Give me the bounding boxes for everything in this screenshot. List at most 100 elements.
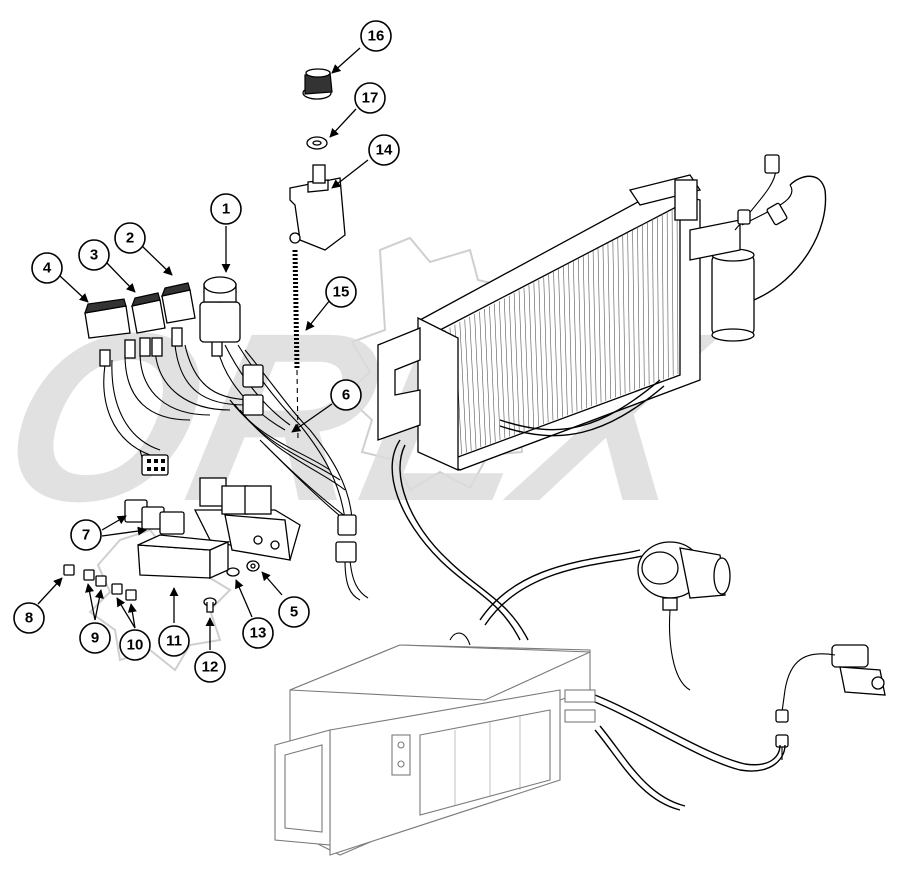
part-13-screw <box>226 567 240 577</box>
part-10-fuses <box>111 583 137 601</box>
callout-17: 17 <box>354 82 386 114</box>
condenser-fin <box>523 287 530 430</box>
condenser-fin <box>647 221 650 385</box>
callout-7: 7 <box>70 519 102 551</box>
part-9-fuses <box>83 569 107 587</box>
condenser-fin <box>652 219 655 383</box>
callout-12: 12 <box>194 651 226 683</box>
callout-7-text: 7 <box>82 527 90 544</box>
condenser-fin <box>612 240 616 398</box>
condenser-fin <box>577 258 583 410</box>
callout-5-text: 5 <box>290 604 298 621</box>
callout-9-text: 9 <box>91 630 99 647</box>
condenser-fin <box>508 295 515 435</box>
condenser-fin <box>469 316 477 450</box>
part-1-rotary-control <box>199 276 241 343</box>
condenser-fin <box>676 205 679 375</box>
condenser-fin <box>558 269 563 417</box>
condenser-fin <box>479 311 486 446</box>
callout-13-text: 13 <box>250 625 267 642</box>
condenser-fin <box>587 253 592 407</box>
part-14-bracket <box>289 164 346 251</box>
condenser-fin <box>543 277 549 423</box>
relay-panel <box>193 477 301 561</box>
condenser-fin <box>484 308 491 444</box>
part-17-nut <box>306 136 328 150</box>
callout-13: 13 <box>242 617 274 649</box>
callout-2-text: 2 <box>126 230 134 247</box>
callout-11-text: 11 <box>166 633 182 650</box>
callout-1: 1 <box>210 193 242 225</box>
compressor <box>637 541 731 691</box>
condenser-fin <box>637 227 640 389</box>
condenser-fin <box>592 250 597 405</box>
condenser-fin <box>632 229 636 391</box>
callout-6-text: 6 <box>342 387 350 404</box>
callout-6: 6 <box>330 379 362 411</box>
condenser-fin <box>627 232 631 392</box>
callout-14: 14 <box>368 134 400 166</box>
part-3-rocker-switch <box>131 292 166 334</box>
condenser-fin <box>622 235 626 394</box>
condenser <box>377 174 702 472</box>
evaporator-unit <box>274 632 596 856</box>
callout-5: 5 <box>278 596 310 628</box>
callout-12-text: 12 <box>202 659 219 676</box>
receiver-drier <box>689 154 827 342</box>
condenser-fin <box>656 216 660 382</box>
condenser-fin <box>573 261 578 412</box>
part-4-rocker-switch <box>84 298 131 339</box>
condenser-fin <box>666 211 669 378</box>
callout-3-text: 3 <box>90 247 98 264</box>
pressure-switch <box>775 644 886 760</box>
condenser-fin <box>503 298 511 437</box>
wiring-harness <box>99 327 369 601</box>
callout-15-text: 15 <box>333 284 350 301</box>
condenser-fin <box>671 208 674 376</box>
condenser-fin <box>607 242 611 400</box>
callout-3: 3 <box>78 239 110 271</box>
callout-8-text: 8 <box>25 610 33 627</box>
condenser-fin <box>528 285 535 428</box>
leader-lines <box>37 47 369 650</box>
condenser-fin <box>661 213 664 380</box>
callout-9: 9 <box>79 622 111 654</box>
refrigerant-hoses <box>391 379 786 811</box>
condenser-fin <box>533 282 539 426</box>
callout-4: 4 <box>31 252 63 284</box>
callout-17-text: 17 <box>362 90 379 107</box>
condenser-fin <box>464 319 472 451</box>
condenser-fin <box>568 264 573 414</box>
condenser-fin <box>538 279 544 425</box>
condenser-fin <box>498 300 506 439</box>
condenser-fin <box>494 303 501 441</box>
condenser-fin <box>474 314 482 448</box>
condenser-fin <box>597 248 602 403</box>
condenser-fin <box>617 237 621 396</box>
part-2-rocker-switch <box>161 282 196 324</box>
callout-14-text: 14 <box>376 142 393 159</box>
condenser-fin <box>459 322 467 453</box>
condenser-fin <box>602 245 607 401</box>
callout-4-text: 4 <box>43 260 52 277</box>
callout-8: 8 <box>13 602 45 634</box>
part-12-screw <box>203 597 217 613</box>
condenser-fin <box>513 293 520 433</box>
callout-10-text: 10 <box>127 637 144 654</box>
part-16-knob <box>302 68 333 100</box>
callout-2: 2 <box>114 222 146 254</box>
callout-1-text: 1 <box>222 201 230 218</box>
condenser-fin <box>642 224 645 387</box>
condenser-fin <box>553 271 559 419</box>
part-11-module <box>137 534 231 580</box>
condenser-fin <box>489 306 496 442</box>
callout-10: 10 <box>119 629 151 661</box>
condenser-fin <box>582 256 587 408</box>
callout-16: 16 <box>360 20 392 52</box>
callout-15: 15 <box>325 276 357 308</box>
condenser-fin <box>518 290 525 432</box>
part-8-fuse <box>63 564 75 576</box>
callout-16-text: 16 <box>368 28 385 45</box>
condenser-fin <box>548 274 554 421</box>
